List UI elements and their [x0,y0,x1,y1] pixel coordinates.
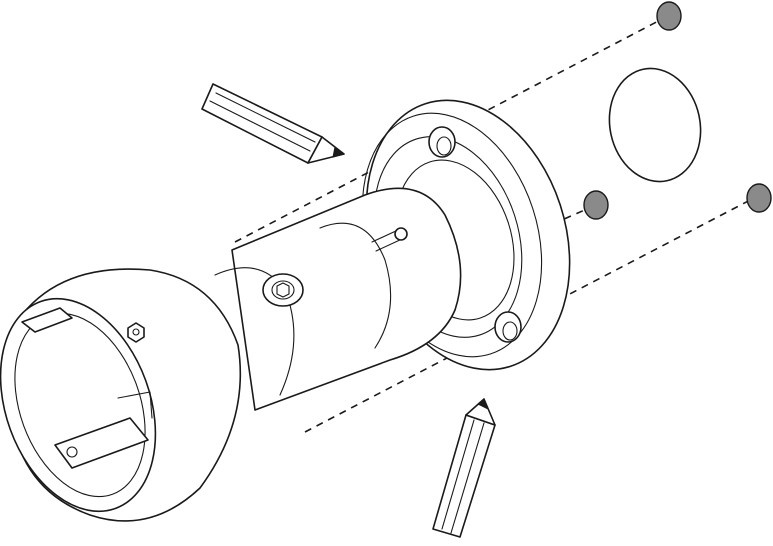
pencil-upper-groove [215,92,316,143]
plate-screw-boss-top [428,126,456,158]
plate-screw-boss-bottom-hole [502,321,518,341]
arm-body [231,187,462,411]
pencil-lower-cone [465,398,496,426]
pencil-upper-groove [209,100,311,152]
housing-nut-hole [132,328,140,336]
pencil-lower-tip [477,398,489,411]
arm-collar-front [319,222,392,349]
arm-lock-pin-head [394,227,408,241]
screw-cover-icon [746,183,772,213]
pencil-upper-cone [307,136,345,164]
pencil-icon [201,83,346,164]
pencil-lower-body [432,414,496,538]
housing-front-rim [0,297,157,513]
hex-socket-icon [276,282,290,298]
pencil-upper-body [201,83,323,164]
pencil-upper-tip [332,146,346,158]
arm-lock-pin [371,229,403,252]
screw-cover-icon [583,190,609,220]
arm-hex-screw [262,273,304,307]
housing-nut [127,322,145,343]
plate-screw-boss-top-hole [436,136,452,156]
housing-inner-ledge [117,391,153,419]
screw-covers [583,1,772,220]
mount-arm [214,187,462,411]
guide-line-top [234,15,669,243]
arm-hex-screw-inner [271,280,295,300]
camera-housing-ring [0,268,242,522]
pencil-lower-groove [450,422,485,534]
guide-line-bottom [304,196,757,433]
housing-slot-top [21,307,73,333]
screw-cover-icon [656,1,682,31]
plate-screw-boss-bottom [494,311,522,343]
housing-slot-screw [66,446,78,458]
pencil-lower-groove [441,419,475,530]
pencil-icon [432,398,496,538]
gasket-disc-icon [608,67,702,183]
housing-slot-bottom [54,417,149,469]
